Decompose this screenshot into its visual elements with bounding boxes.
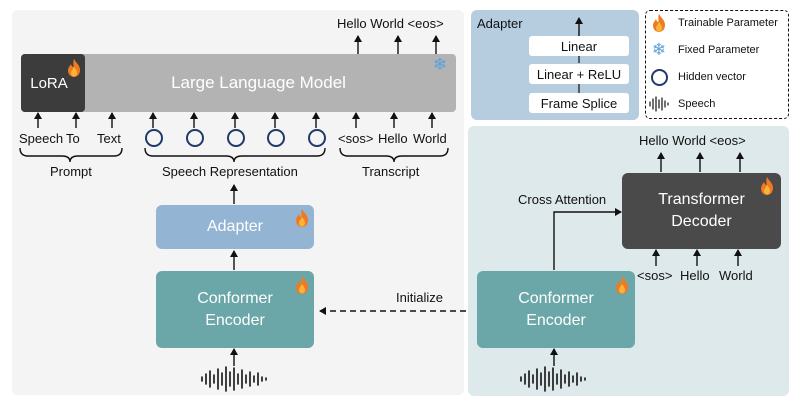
fire-icon bbox=[616, 276, 628, 294]
adapter-label: Adapter bbox=[206, 218, 264, 235]
fire-icon bbox=[68, 59, 80, 77]
decoder-label-line1: Transformer bbox=[658, 191, 745, 208]
conformer-encoder-box: Conformer Encoder bbox=[156, 271, 314, 348]
decoder-input-token: World bbox=[719, 268, 753, 283]
decoder-input-token: <sos> bbox=[637, 268, 673, 283]
adapter-layer-frame-splice: Frame Splice bbox=[529, 93, 629, 113]
adapter-layer-linear: Linear bbox=[529, 36, 629, 56]
prompt-group-label: Prompt bbox=[50, 164, 92, 179]
snowflake-icon: ❄ bbox=[651, 40, 667, 59]
decoder-output-tokens: Hello World <eos> bbox=[639, 133, 746, 148]
legend-hidden-label: Hidden vector bbox=[678, 71, 746, 83]
prompt-token: Speech bbox=[19, 131, 64, 146]
legend-speech-label: Speech bbox=[678, 98, 716, 110]
legend-box: Trainable Parameter ❄ Fixed Parameter Hi… bbox=[645, 10, 789, 119]
hidden-vector-circle bbox=[227, 129, 245, 147]
adapter-detail-title: Adapter bbox=[477, 16, 523, 31]
decoder-label-line2: Decoder bbox=[671, 213, 732, 230]
aed-panel bbox=[468, 126, 789, 396]
speech-waveform-icon bbox=[520, 366, 586, 392]
speech-waveform-icon bbox=[649, 96, 669, 112]
prompt-token: To bbox=[66, 131, 80, 146]
prompt-token: Text bbox=[97, 131, 121, 146]
transcript-group-label: Transcript bbox=[362, 164, 420, 179]
cross-attention-label: Cross Attention bbox=[518, 192, 607, 207]
aed-encoder-label-line2: Encoder bbox=[526, 311, 586, 329]
speech-representation-label: Speech Representation bbox=[162, 164, 298, 179]
fire-icon bbox=[761, 177, 773, 195]
legend-trainable: Trainable Parameter bbox=[646, 12, 778, 34]
hidden-vector-circle bbox=[186, 129, 204, 147]
aed-encoder-label-line1: Conformer bbox=[518, 289, 594, 307]
encoder-label-line1: Conformer bbox=[197, 289, 273, 307]
adapter-layer-linear-relu: Linear + ReLU bbox=[529, 64, 629, 84]
decoder-input-token: Hello bbox=[680, 268, 710, 283]
fire-icon bbox=[296, 209, 308, 227]
snowflake-icon: ❄ bbox=[432, 55, 448, 74]
transcript-token: <sos> bbox=[338, 131, 374, 146]
transcript-token: Hello bbox=[378, 131, 408, 146]
transcript-token: World bbox=[413, 131, 447, 146]
lora-box: LoRA bbox=[21, 54, 85, 112]
legend-fixed: ❄ Fixed Parameter bbox=[646, 39, 759, 61]
llm-title: Large Language Model bbox=[171, 73, 346, 92]
legend-fixed-label: Fixed Parameter bbox=[678, 44, 760, 56]
transformer-decoder-box: Transformer Decoder bbox=[622, 173, 781, 249]
hidden-vector-icon bbox=[650, 68, 668, 86]
encoder-label-line2: Encoder bbox=[205, 311, 265, 329]
legend-hidden: Hidden vector bbox=[646, 66, 746, 88]
hidden-vector-circle bbox=[308, 129, 326, 147]
initialize-label: Initialize bbox=[396, 290, 443, 305]
legend-trainable-label: Trainable Parameter bbox=[678, 17, 778, 29]
legend-speech: Speech bbox=[646, 93, 715, 115]
large-language-model-box: Large Language Model bbox=[21, 54, 456, 112]
lora-label: LoRA bbox=[30, 74, 68, 92]
speech-waveform-icon bbox=[201, 366, 267, 392]
hidden-vector-circle bbox=[145, 129, 163, 147]
fire-icon bbox=[296, 276, 308, 294]
aed-conformer-encoder-box: Conformer Encoder bbox=[477, 271, 635, 348]
hidden-vector-circle bbox=[267, 129, 285, 147]
fire-icon bbox=[653, 14, 665, 32]
llm-output-tokens: Hello World <eos> bbox=[337, 16, 444, 31]
adapter-box: Adapter bbox=[156, 205, 314, 249]
